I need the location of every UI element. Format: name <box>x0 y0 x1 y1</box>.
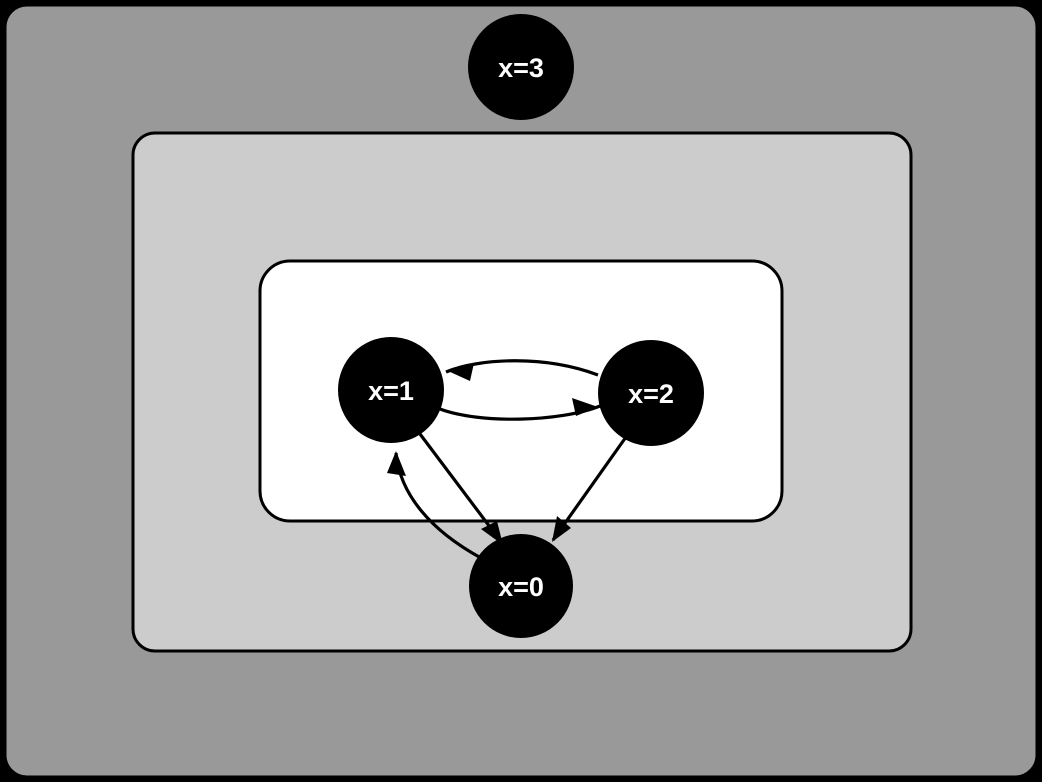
node-x0[interactable]: x=0 <box>469 534 573 638</box>
edge-x0-to-x1[interactable] <box>387 451 482 560</box>
node-x2[interactable]: x=2 <box>598 340 704 446</box>
node-x0-label: x=0 <box>498 572 544 602</box>
edge-x1-to-x0[interactable] <box>418 433 504 545</box>
edge-x1-to-x0-line <box>418 433 504 544</box>
arrowhead-icon <box>387 451 406 476</box>
node-x1-circle <box>338 337 444 443</box>
node-x1-label: x=1 <box>368 376 414 406</box>
arrowhead-icon <box>572 398 598 416</box>
arrowhead-icon <box>552 516 571 542</box>
arrowhead-icon <box>481 521 503 545</box>
node-x3-circle <box>468 14 574 120</box>
regions-group <box>3 3 1039 779</box>
node-x1[interactable]: x=1 <box>338 337 444 443</box>
node-x0-circle <box>469 534 573 638</box>
edge-x1-to-x2[interactable] <box>439 398 601 421</box>
node-x2-label: x=2 <box>628 379 674 409</box>
edge-x2-to-x0[interactable] <box>551 436 628 542</box>
arrowhead-icon <box>448 363 474 381</box>
node-x3[interactable]: x=3 <box>468 14 574 120</box>
edges-group <box>387 359 628 560</box>
node-x2-circle <box>598 340 704 446</box>
edge-x2-to-x0-line <box>551 436 628 541</box>
edge-x2-to-x1[interactable] <box>445 359 599 381</box>
nodes-group: x=3 x=1 x=2 x=0 <box>338 14 704 638</box>
node-x3-label: x=3 <box>498 53 544 83</box>
inner-region[interactable] <box>258 259 784 523</box>
